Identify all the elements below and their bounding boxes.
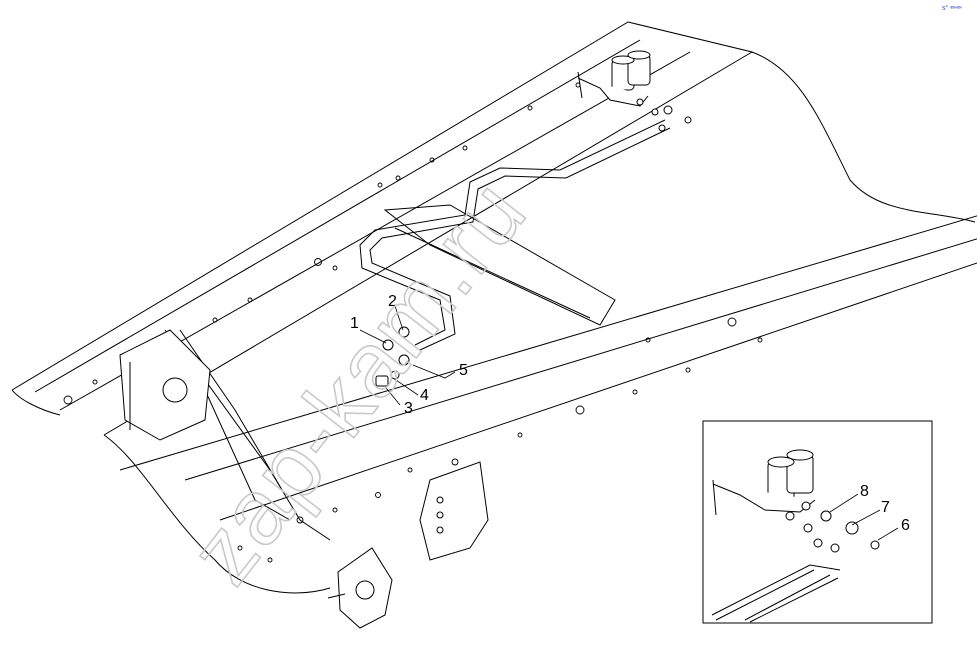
callout-3: 3 — [404, 400, 413, 417]
brake-pipe — [359, 119, 671, 351]
watermark: zap-kam.ru — [170, 161, 546, 602]
inset-cylinders — [712, 449, 880, 553]
callout-8: 8 — [860, 483, 869, 500]
callout-5: 5 — [459, 362, 468, 379]
rail-holes-lower — [237, 317, 763, 563]
spring-bracket-mid — [419, 461, 489, 561]
callout-6: 6 — [901, 517, 910, 534]
callout-4: 4 — [420, 387, 429, 404]
corner-mark: s° ✏✏ — [942, 4, 962, 12]
inset-pipes — [711, 564, 841, 623]
callout-1: 1 — [350, 315, 359, 332]
inset-leaders — [829, 493, 899, 541]
callout-2: 2 — [388, 293, 397, 310]
fittings-cluster — [375, 326, 410, 387]
spring-hanger — [327, 547, 393, 629]
spring-bracket-left — [119, 329, 211, 441]
leader-lines — [359, 305, 456, 406]
callout-7: 7 — [881, 499, 890, 516]
air-cylinder-assembly-top — [577, 50, 692, 132]
detail-inset: 8 7 6 — [702, 420, 933, 624]
